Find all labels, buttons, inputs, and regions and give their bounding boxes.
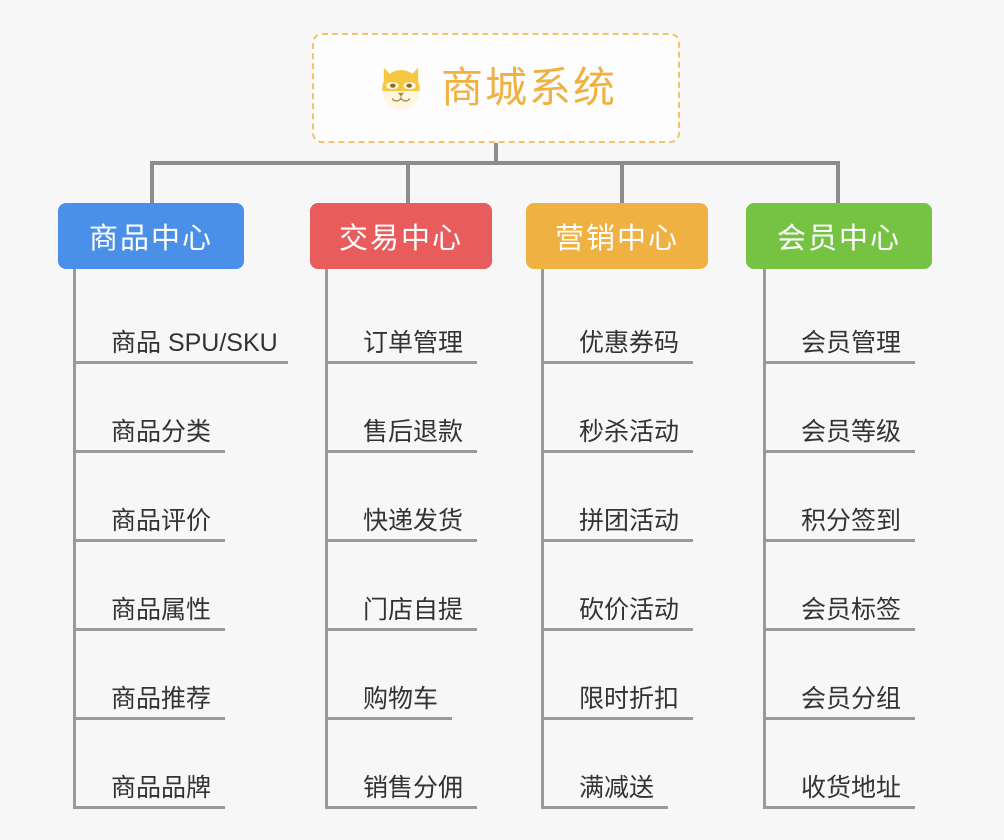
connector-root-stem (494, 143, 498, 164)
leaf-underline (73, 806, 225, 809)
leaf-underline (73, 717, 225, 720)
leaf-label: 购物车 (363, 685, 439, 714)
list-item[interactable]: 限时折扣 (541, 631, 766, 720)
category-title-1: 商品中心 (88, 223, 213, 255)
list-item[interactable]: 收货地址 (763, 720, 986, 809)
leaf-underline (73, 361, 288, 364)
leaf-underline (325, 806, 477, 809)
connector-horizontal-bus (152, 161, 838, 165)
list-item[interactable]: 秒杀活动 (541, 364, 766, 453)
leaf-label: 门店自提 (363, 596, 464, 625)
leaf-label: 商品属性 (111, 596, 212, 625)
leaf-label: 售后退款 (363, 418, 464, 447)
connector-drop-column-3 (620, 161, 624, 203)
leaf-label: 秒杀活动 (579, 418, 680, 447)
leaf-underline (763, 806, 915, 809)
branch-column-3: 营销中心 优惠券码 秒杀活动 拼团活动 砍价活动 限时折扣 满减送 (526, 203, 766, 809)
list-item[interactable]: 快递发货 (325, 453, 550, 542)
list-item[interactable]: 商品评价 (73, 453, 308, 542)
leaf-underline (325, 717, 452, 720)
list-item[interactable]: 拼团活动 (541, 453, 766, 542)
leaf-label: 商品推荐 (111, 685, 212, 714)
list-item[interactable]: 门店自提 (325, 542, 550, 631)
leaf-list-2: 订单管理 售后退款 快递发货 门店自提 购物车 销售分佣 (325, 269, 550, 809)
leaf-underline (73, 628, 225, 631)
list-item[interactable]: 砍价活动 (541, 542, 766, 631)
branch-column-2: 交易中心 订单管理 售后退款 快递发货 门店自提 购物车 销售分佣 (310, 203, 550, 809)
leaf-label: 销售分佣 (363, 774, 464, 803)
leaf-underline (325, 628, 477, 631)
leaf-label: 积分签到 (801, 507, 902, 536)
leaf-underline (763, 628, 915, 631)
category-title-4: 会员中心 (776, 223, 901, 255)
leaf-underline (325, 450, 477, 453)
leaf-label: 收货地址 (801, 774, 902, 803)
leaf-label: 商品 SPU/SKU (111, 329, 278, 358)
leaf-underline (763, 717, 915, 720)
branch-column-1: 商品中心 商品 SPU/SKU 商品分类 商品评价 商品属性 商品推荐 商品品牌 (58, 203, 308, 809)
leaf-underline (541, 450, 693, 453)
leaf-label: 满减送 (579, 774, 655, 803)
root-title: 商城系统 (440, 64, 617, 111)
leaf-label: 商品品牌 (111, 774, 212, 803)
leaf-underline (541, 539, 693, 542)
category-header-4[interactable]: 会员中心 (746, 203, 932, 269)
list-item[interactable]: 会员管理 (763, 275, 986, 364)
category-header-2[interactable]: 交易中心 (310, 203, 492, 269)
list-item[interactable]: 会员分组 (763, 631, 986, 720)
leaf-underline (763, 539, 915, 542)
leaf-underline (541, 361, 693, 364)
list-item[interactable]: 商品分类 (73, 364, 308, 453)
leaf-underline (763, 361, 915, 364)
leaf-underline (325, 539, 477, 542)
list-item[interactable]: 优惠券码 (541, 275, 766, 364)
list-item[interactable]: 会员标签 (763, 542, 986, 631)
leaf-label: 商品评价 (111, 507, 212, 536)
leaf-label: 会员分组 (801, 685, 902, 714)
list-item[interactable]: 售后退款 (325, 364, 550, 453)
connector-drop-column-1 (150, 161, 154, 203)
leaf-underline (325, 361, 477, 364)
leaf-underline (541, 628, 693, 631)
list-item[interactable]: 购物车 (325, 631, 550, 720)
leaf-label: 会员管理 (801, 329, 902, 358)
root-node[interactable]: 商城系统 (312, 33, 680, 143)
leaf-label: 会员标签 (801, 596, 902, 625)
leaf-underline (541, 717, 693, 720)
leaf-underline (73, 450, 225, 453)
leaf-underline (73, 539, 225, 542)
leaf-label: 优惠券码 (579, 329, 680, 358)
category-title-3: 营销中心 (554, 223, 679, 255)
leaf-underline (541, 806, 668, 809)
list-item[interactable]: 商品 SPU/SKU (73, 275, 308, 364)
leaf-label: 订单管理 (363, 329, 464, 358)
leaf-label: 拼团活动 (579, 507, 680, 536)
leaf-list-3: 优惠券码 秒杀活动 拼团活动 砍价活动 限时折扣 满减送 (541, 269, 766, 809)
connector-drop-column-4 (836, 161, 840, 203)
leaf-label: 快递发货 (363, 507, 464, 536)
list-item[interactable]: 积分签到 (763, 453, 986, 542)
leaf-underline (763, 450, 915, 453)
list-item[interactable]: 商品推荐 (73, 631, 308, 720)
category-header-3[interactable]: 营销中心 (526, 203, 708, 269)
shiba-dog-icon (382, 67, 420, 110)
leaf-label: 限时折扣 (579, 685, 680, 714)
branch-column-4: 会员中心 会员管理 会员等级 积分签到 会员标签 会员分组 收货地址 (746, 203, 986, 809)
leaf-list-1: 商品 SPU/SKU 商品分类 商品评价 商品属性 商品推荐 商品品牌 (73, 269, 308, 809)
list-item[interactable]: 订单管理 (325, 275, 550, 364)
category-title-2: 交易中心 (338, 223, 463, 255)
leaf-label: 砍价活动 (579, 596, 680, 625)
list-item[interactable]: 商品属性 (73, 542, 308, 631)
list-item[interactable]: 满减送 (541, 720, 766, 809)
list-item[interactable]: 销售分佣 (325, 720, 550, 809)
category-header-1[interactable]: 商品中心 (58, 203, 244, 269)
connector-drop-column-2 (406, 161, 410, 203)
leaf-label: 商品分类 (111, 418, 212, 447)
list-item[interactable]: 会员等级 (763, 364, 986, 453)
leaf-label: 会员等级 (801, 418, 902, 447)
leaf-list-4: 会员管理 会员等级 积分签到 会员标签 会员分组 收货地址 (763, 269, 986, 809)
list-item[interactable]: 商品品牌 (73, 720, 308, 809)
